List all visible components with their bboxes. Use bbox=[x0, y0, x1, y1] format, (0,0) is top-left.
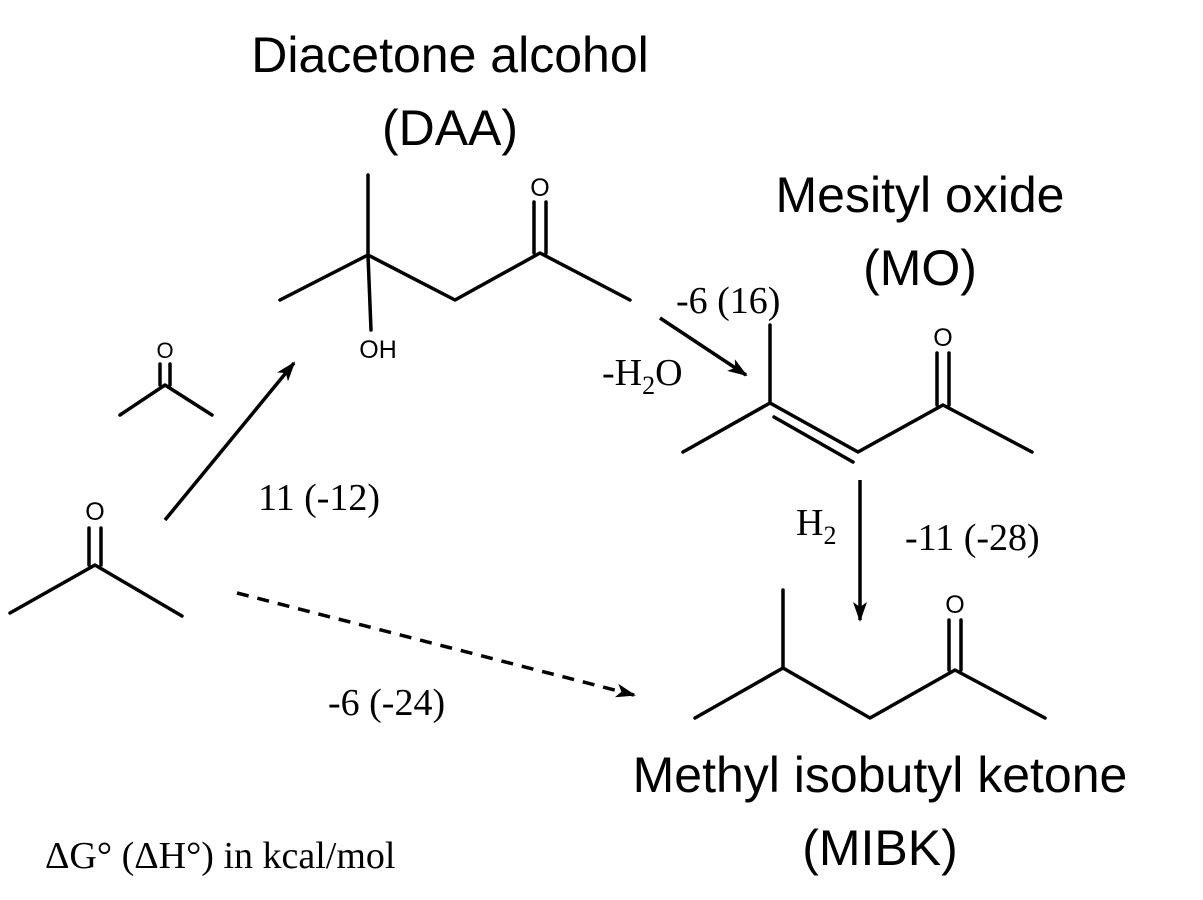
mo-backbone-bond bbox=[681, 401, 1034, 454]
mo-name: Mesityl oxide bbox=[776, 167, 1065, 223]
daa-oh-label: OH bbox=[359, 336, 397, 364]
mibk-name: Methyl isobutyl ketone bbox=[633, 747, 1128, 803]
direct-route-dashed-arrow bbox=[236, 591, 636, 698]
daa-backbone-bond bbox=[278, 251, 632, 302]
units-note: ΔG° (ΔH°) in kcal/mol bbox=[45, 835, 395, 877]
direct-route-energy-label: -6 (-24) bbox=[328, 682, 445, 724]
mo-structure: O bbox=[681, 323, 1034, 464]
daa-oxygen-label: O bbox=[530, 174, 549, 202]
acetone-bottom-structure: O bbox=[8, 498, 184, 618]
mibk-abbreviation: (MIBK) bbox=[802, 820, 958, 876]
aldol-energy-label: 11 (-12) bbox=[258, 477, 380, 519]
mibk-backbone-bond bbox=[693, 666, 1047, 720]
aldol-arrow bbox=[163, 361, 296, 522]
hydrogenation-energy-label: -11 (-28) bbox=[905, 517, 1040, 559]
daa-structure: O OH bbox=[278, 173, 632, 364]
mo-abbreviation: (MO) bbox=[863, 240, 977, 296]
hydrogen-reagent-label: H2 bbox=[796, 502, 836, 550]
acetone-bottom-backbone bbox=[8, 563, 184, 618]
mibk-structure: O bbox=[693, 588, 1047, 720]
daa-hydroxyl-bond bbox=[366, 253, 373, 332]
acetone-top-oxygen-label: O bbox=[156, 338, 173, 363]
dehydration-energy-label: -6 (16) bbox=[676, 280, 780, 322]
dehydration-arrow bbox=[659, 316, 748, 377]
mo-double-bond-inner bbox=[772, 415, 855, 464]
mo-oxygen-label: O bbox=[933, 324, 952, 352]
water-loss-label: -H2O bbox=[602, 352, 683, 400]
daa-name: Diacetone alcohol bbox=[251, 27, 649, 83]
daa-abbreviation: (DAA) bbox=[382, 100, 518, 156]
mibk-oxygen-label: O bbox=[945, 591, 964, 619]
acetone-top-backbone bbox=[118, 383, 214, 417]
acetone-bottom-oxygen-label: O bbox=[85, 498, 104, 526]
acetone-top-structure: O bbox=[118, 338, 214, 417]
